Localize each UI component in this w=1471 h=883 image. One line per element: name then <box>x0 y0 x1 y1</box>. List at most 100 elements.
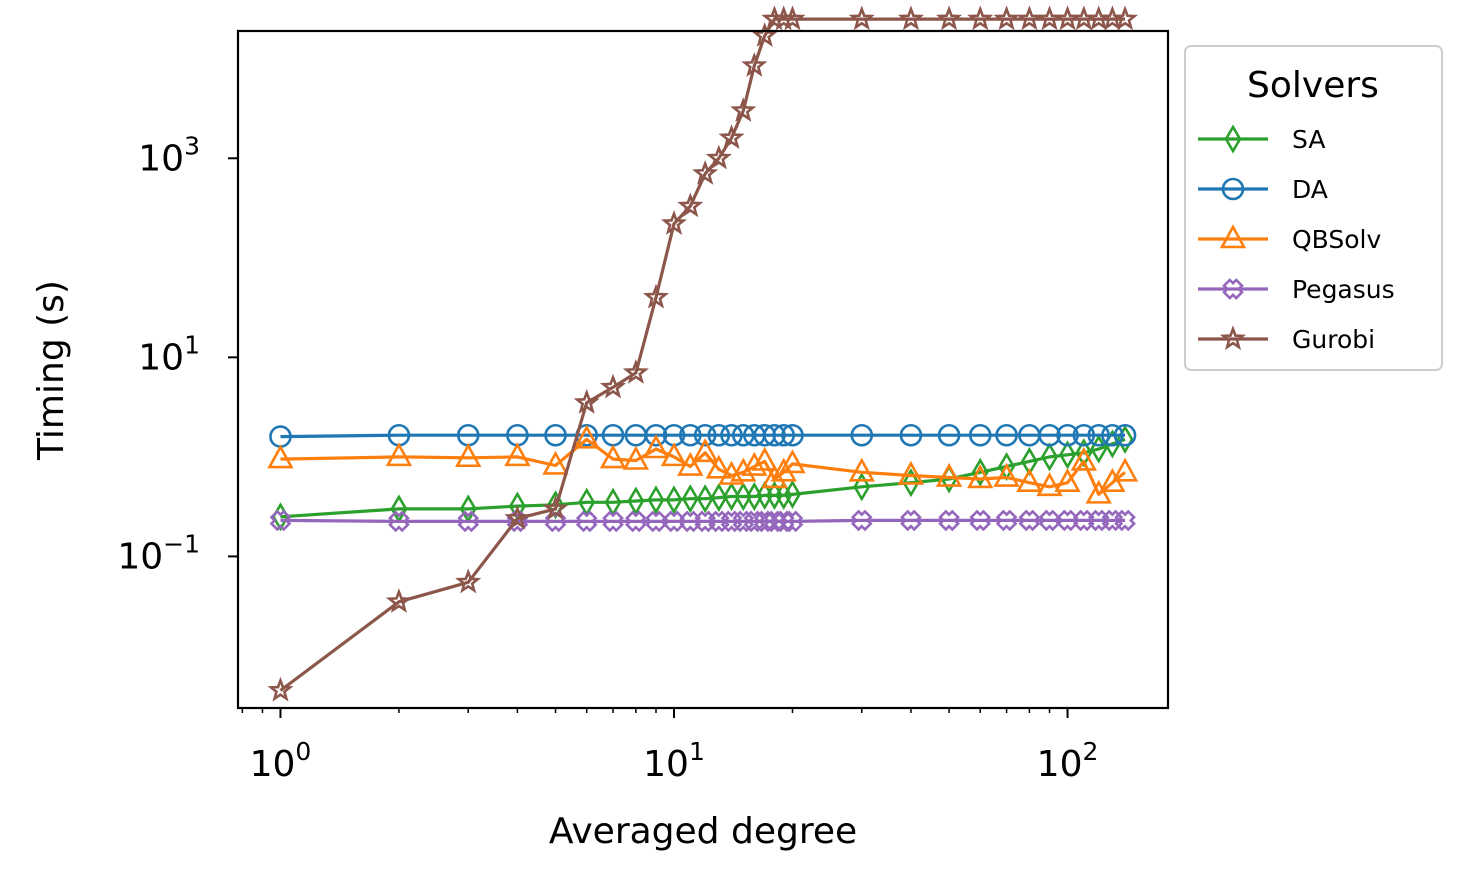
data-point-gurobi <box>504 504 531 530</box>
data-point-qbsolv <box>1085 479 1112 504</box>
legend-marker <box>1222 278 1244 300</box>
data-point-qbsolv <box>848 457 875 482</box>
data-point-pegasus <box>1101 509 1124 532</box>
data-point-da <box>720 423 743 447</box>
data-point-da <box>850 423 874 447</box>
data-point-qbsolv <box>1111 457 1139 482</box>
data-point-gurobi <box>267 676 294 702</box>
data-point-gurobi <box>455 568 482 594</box>
data-point-sa <box>723 481 741 512</box>
data-point-qbsolv <box>1016 468 1043 493</box>
data-point-pegasus <box>995 509 1018 532</box>
data-point-pegasus <box>602 510 624 533</box>
data-point-qbsolv <box>705 454 733 479</box>
data-point-pegasus <box>938 509 960 532</box>
data-point-gurobi <box>718 124 745 150</box>
data-point-gurobi <box>642 283 670 309</box>
data-point-pegasus <box>1018 509 1041 532</box>
data-point-qbsolv <box>267 444 294 469</box>
data-point-da <box>899 423 923 447</box>
data-point-sa <box>665 485 683 515</box>
data-point-da <box>781 423 804 447</box>
data-point-sa <box>1020 446 1038 477</box>
data-point-pegasus <box>772 510 795 533</box>
data-point-da <box>1087 423 1111 447</box>
data-point-gurobi <box>677 192 704 218</box>
data-point-qbsolv <box>770 457 797 482</box>
data-point-pegasus <box>969 509 992 532</box>
data-point-gurobi <box>622 359 649 384</box>
data-point-qbsolv <box>1054 468 1081 493</box>
data-point-da <box>937 423 961 447</box>
data-point-qbsolv <box>751 446 778 471</box>
x-tick-label: 101 <box>643 737 705 785</box>
data-point-qbsolv <box>599 444 627 469</box>
data-point-gurobi <box>385 588 412 613</box>
data-point-sa <box>902 468 920 498</box>
data-point-pegasus <box>694 510 717 533</box>
data-point-qbsolv <box>573 424 600 449</box>
data-point-qbsolv <box>385 442 413 467</box>
data-point-pegasus <box>1072 509 1095 532</box>
data-point-sa <box>853 472 871 502</box>
series-line-da <box>280 433 1125 439</box>
data-point-pegasus <box>743 510 766 533</box>
data-point-qbsolv <box>741 451 768 476</box>
data-point-sa <box>734 481 752 512</box>
data-point-gurobi <box>897 5 924 31</box>
data-point-pegasus <box>506 510 529 533</box>
data-point-sa <box>681 484 699 514</box>
legend-entry-sa: SA <box>1198 124 1325 154</box>
data-point-gurobi <box>705 144 732 170</box>
data-point-pegasus <box>850 509 873 532</box>
data-point-pegasus <box>1087 509 1110 532</box>
legend-marker <box>1219 224 1247 249</box>
data-point-pegasus <box>269 509 292 532</box>
plot-area <box>238 31 1168 708</box>
data-point-sa <box>647 485 665 515</box>
series-sa <box>271 424 1134 532</box>
x-tick-label: 100 <box>250 737 312 785</box>
series-qbsolv <box>267 424 1139 504</box>
data-point-sa <box>1041 442 1059 472</box>
x-axis-title: Averaged degree <box>549 811 857 852</box>
legend-label: Pegasus <box>1292 275 1395 304</box>
data-point-qbsolv <box>642 434 670 459</box>
data-point-pegasus <box>457 510 480 533</box>
data-point-gurobi <box>600 373 627 399</box>
data-point-qbsolv <box>622 445 650 470</box>
data-point-da <box>995 423 1018 447</box>
data-point-pegasus <box>708 510 730 533</box>
legend-label: Gurobi <box>1292 325 1375 354</box>
data-point-da <box>1038 423 1061 447</box>
data-point-da <box>1056 423 1079 447</box>
series-gurobi <box>267 5 1139 702</box>
data-point-gurobi <box>542 495 569 521</box>
legend-marker <box>1224 124 1242 154</box>
plot-frame <box>236 29 1170 710</box>
data-point-qbsolv <box>967 464 994 489</box>
data-point-da <box>968 423 992 447</box>
data-point-gurobi <box>993 5 1020 31</box>
data-point-sa <box>783 479 801 509</box>
data-point-qbsolv <box>677 451 704 476</box>
x-tick-label: 102 <box>1037 737 1099 785</box>
data-point-gurobi <box>848 5 875 31</box>
data-point-gurobi <box>936 5 963 31</box>
y-tick-label: 101 <box>138 330 200 378</box>
data-point-pegasus <box>763 510 786 533</box>
data-point-qbsolv <box>935 462 963 487</box>
data-point-da <box>1072 423 1096 447</box>
data-point-gurobi <box>573 389 600 414</box>
data-point-qbsolv <box>542 450 569 475</box>
data-point-qbsolv <box>761 464 788 489</box>
data-point-da <box>644 423 668 447</box>
legend-entry-da: DA <box>1198 175 1328 204</box>
data-point-da <box>763 423 786 447</box>
data-point-gurobi <box>967 5 994 31</box>
series-pegasus <box>269 509 1136 533</box>
data-point-qbsolv <box>897 460 925 485</box>
data-point-sa <box>971 457 989 487</box>
legend-marker <box>1219 325 1247 351</box>
